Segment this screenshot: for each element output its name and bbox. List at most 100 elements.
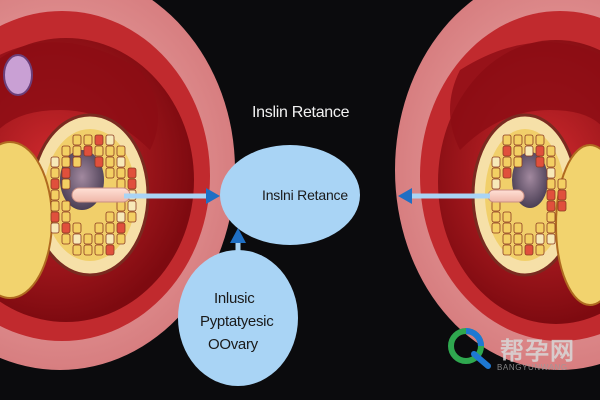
follicle-cell [94,222,104,234]
follicle-cell [61,145,71,157]
center-node [220,145,360,245]
follicle-cell [546,189,556,201]
follicle-cell [535,156,545,168]
follicle-cell [50,211,60,223]
follicle-cell [502,233,512,245]
follicle-cell [72,145,82,157]
follicle-cell [502,134,512,146]
follicle-cell [116,222,126,234]
left-fallopian-tube [71,187,131,203]
follicle-cell [116,233,126,245]
follicle-cell [546,167,556,179]
follicle-cell [94,156,104,168]
follicle-cell [105,233,115,245]
follicle-cell [513,134,523,146]
follicle-cell [105,145,115,157]
follicle-cell [116,156,126,168]
bottom-node [178,250,298,386]
follicle-cell [524,233,534,245]
follicle-cell [513,145,523,157]
follicle-cell [105,156,115,168]
watermark-text: 帮孕网 [500,337,575,365]
follicle-cell [502,167,512,179]
follicle-cell [535,233,545,245]
follicle-cell [94,145,104,157]
follicle-cell [513,233,523,245]
follicle-cell [535,244,545,256]
follicle-cell [535,222,545,234]
follicle-cell [116,211,126,223]
follicle-cell [83,244,93,256]
follicle-cell [546,178,556,190]
follicle-cell [72,222,82,234]
follicle-cell [502,145,512,157]
follicle-cell [127,178,137,190]
follicle-cell [502,244,512,256]
follicle-cell [50,189,60,201]
follicle-cell [557,178,567,190]
right-arrow [398,188,490,204]
follicle-cell [513,156,523,168]
follicle-cell [72,134,82,146]
follicle-cell [116,145,126,157]
follicle-cell [546,211,556,223]
bottom-node-line-1: Inlusic [214,290,255,307]
follicle-cell [524,145,534,157]
follicle-cell [94,244,104,256]
follicle-cell [50,167,60,179]
right-fallopian-tube [487,189,525,203]
follicle-cell [535,145,545,157]
center-node-label: Inslni Retance [262,187,348,203]
follicle-cell [127,200,137,212]
follicle-cell [524,134,534,146]
follicle-cell [557,189,567,201]
follicle-cell [127,167,137,179]
follicle-cell [502,211,512,223]
follicle-cell [83,145,93,157]
follicle-cell [546,222,556,234]
follicle-cell [105,222,115,234]
follicle-cell [50,156,60,168]
follicle-cell [94,233,104,245]
right-follicle-cells [491,134,567,256]
watermark-logo-icon [448,328,491,369]
follicle-cell [61,211,71,223]
follicle-cell [61,233,71,245]
follicle-cell [491,178,501,190]
follicle-cell [546,200,556,212]
follicle-cell [105,244,115,256]
follicle-cell [546,145,556,157]
follicle-cell [61,156,71,168]
follicle-cell [61,178,71,190]
diagram-title: Inslin Retance [252,104,350,121]
follicle-cell [72,156,82,168]
follicle-cell [61,222,71,234]
follicle-cell [105,134,115,146]
follicle-cell [61,167,71,179]
follicle-cell [513,244,523,256]
bottom-node-line-2: Pyрtatyesic [200,313,274,330]
follicle-cell [491,222,501,234]
follicle-cell [502,156,512,168]
follicle-cell [50,178,60,190]
follicle-cell [513,222,523,234]
watermark-subtext: BANGYUNWANG [497,363,568,372]
follicle-cell [116,167,126,179]
follicle-cell [50,200,60,212]
follicle-cell [535,134,545,146]
follicle-cell [94,134,104,146]
follicle-cell [50,222,60,234]
follicle-cell [72,244,82,256]
left-follicle-cells [50,134,137,256]
follicle-cell [491,156,501,168]
follicle-cell [83,134,93,146]
follicle-cell [105,167,115,179]
follicle-cell [105,211,115,223]
follicle-cell [72,233,82,245]
follicle-cell [546,233,556,245]
follicle-cell [557,200,567,212]
follicle-cell [491,211,501,223]
follicle-cell [491,167,501,179]
follicle-cell [61,200,71,212]
